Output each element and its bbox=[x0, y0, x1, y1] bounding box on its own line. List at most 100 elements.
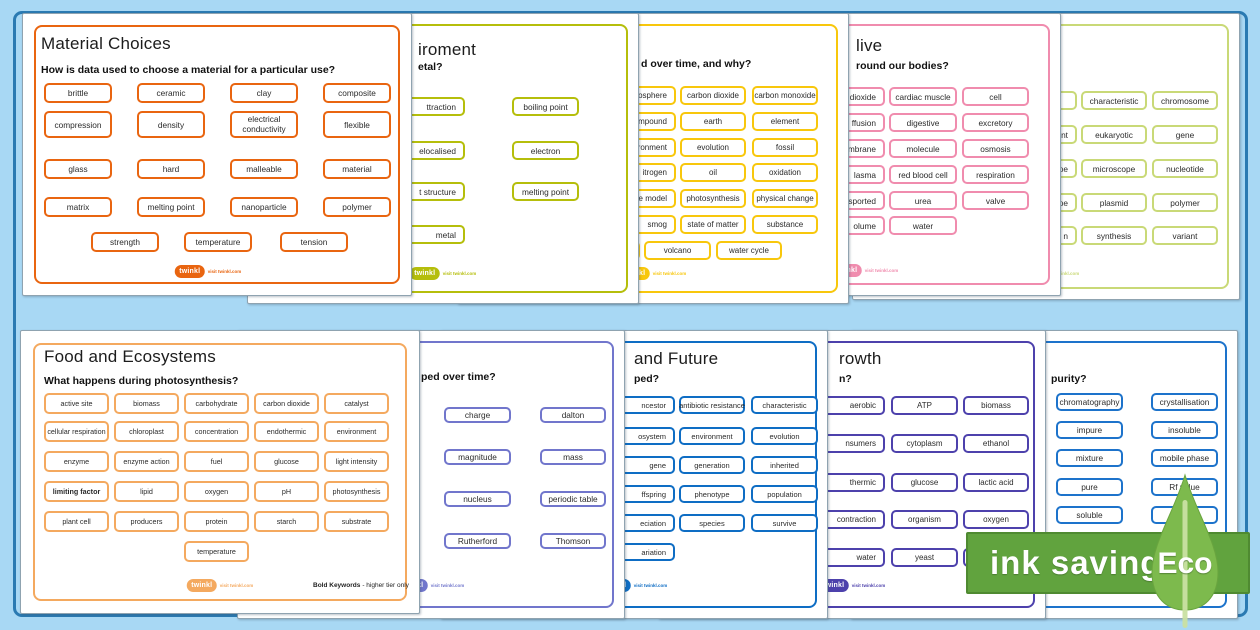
keyword-card: oxygen bbox=[963, 510, 1029, 529]
keyword-card: inherited bbox=[751, 456, 818, 474]
twinkl-logo-blob: twinkl bbox=[174, 265, 205, 278]
keyword-card: population bbox=[751, 485, 818, 503]
footer-note: Bold Keywords- higher tier only bbox=[313, 582, 409, 589]
twinkl-logo-tagline: visit twinkl.com bbox=[1045, 271, 1080, 276]
keyword-card: plant cell bbox=[44, 511, 109, 532]
keyword-card: chloroplast bbox=[114, 421, 179, 442]
page-title: iroment bbox=[418, 40, 477, 59]
keyword-card: oil bbox=[680, 163, 746, 182]
keyword-card: gene bbox=[1152, 125, 1218, 144]
eco-label: Eco bbox=[1157, 547, 1213, 580]
keyword-card: red blood cell bbox=[889, 165, 957, 184]
keyword-card: matrix bbox=[44, 197, 112, 217]
keyword-card: active site bbox=[44, 393, 109, 414]
keyword-card: mass bbox=[540, 449, 606, 465]
keyword-card: dalton bbox=[540, 407, 606, 423]
keyword-card: electron bbox=[512, 141, 579, 160]
keyword-card: charge bbox=[444, 407, 511, 423]
keyword-card: element bbox=[752, 112, 818, 131]
keyword-card: material bbox=[323, 159, 391, 179]
page-question: What happens during photosynthesis? bbox=[44, 375, 239, 387]
twinkl-logo-tagline: visit twinkl.com bbox=[430, 583, 465, 588]
keyword-card: characteristic bbox=[1081, 91, 1147, 110]
keyword-card: cellular respiration bbox=[44, 421, 109, 442]
keyword-card: nucleus bbox=[444, 491, 511, 507]
page-question: ped? bbox=[634, 373, 660, 385]
keyword-card: fossil bbox=[752, 138, 818, 157]
keyword-card: glucose bbox=[254, 451, 319, 472]
keyword-card: substance bbox=[752, 215, 818, 234]
keyword-card: glass bbox=[44, 159, 112, 179]
keyword-card: temperature bbox=[184, 541, 249, 562]
page-question: etal? bbox=[418, 61, 443, 73]
page-question: ped over time? bbox=[421, 371, 496, 383]
keyword-card: nanoparticle bbox=[230, 197, 298, 217]
keyword-card: yeast bbox=[891, 548, 958, 567]
keyword-card: density bbox=[137, 111, 205, 138]
keyword-card: pH bbox=[254, 481, 319, 502]
keyword-card: water bbox=[889, 216, 957, 235]
keyword-card: starch bbox=[254, 511, 319, 532]
keyword-card: generation bbox=[679, 456, 745, 474]
keyword-card: melting point bbox=[137, 197, 205, 217]
keyword-card: eukaryotic bbox=[1081, 125, 1147, 144]
keyword-card: volcano bbox=[644, 241, 711, 260]
keyword-card: flexible bbox=[323, 111, 391, 138]
keyword-card: lactic acid bbox=[963, 473, 1029, 492]
keyword-card: strength bbox=[91, 232, 159, 252]
keyword-card: catalyst bbox=[324, 393, 389, 414]
twinkl-logo-tagline: visit twinkl.com bbox=[864, 268, 899, 273]
keyword-card: variant bbox=[1152, 226, 1218, 245]
keyword-card: characteristic bbox=[751, 396, 818, 414]
keyword-card: Thomson bbox=[540, 533, 606, 549]
keyword-card: pure bbox=[1056, 478, 1123, 496]
keyword-card: phenotype bbox=[679, 485, 745, 503]
ink-saving-label: ink saving bbox=[990, 544, 1162, 581]
twinkl-logo-tagline: visit twinkl.com bbox=[652, 271, 687, 276]
keyword-card: evolution bbox=[751, 427, 818, 445]
keyword-card: Rutherford bbox=[444, 533, 511, 549]
keyword-card: enzyme bbox=[44, 451, 109, 472]
keyword-card: organism bbox=[891, 510, 958, 529]
keyword-card: impure bbox=[1056, 421, 1123, 439]
keyword-card: temperature bbox=[184, 232, 252, 252]
keyword-card: survive bbox=[751, 514, 818, 532]
page-question: purity? bbox=[1051, 373, 1087, 385]
keyword-card: soluble bbox=[1056, 506, 1123, 524]
keyword-card: antibiotic resistance bbox=[679, 396, 745, 414]
keyword-card: species bbox=[679, 514, 745, 532]
keyword-card: magnitude bbox=[444, 449, 511, 465]
keyword-card: mixture bbox=[1056, 449, 1123, 467]
keyword-card: brittle bbox=[44, 83, 112, 103]
keyword-card: carbon dioxide bbox=[680, 86, 746, 105]
keyword-card: photosynthesis bbox=[324, 481, 389, 502]
keyword-card: chromatography bbox=[1056, 393, 1123, 411]
keyword-card: urea bbox=[889, 191, 957, 210]
keyword-card: limiting factor bbox=[44, 481, 109, 502]
twinkl-logo-tagline: visit twinkl.com bbox=[219, 583, 254, 588]
keyword-card: protein bbox=[184, 511, 249, 532]
twinkl-logo-blob: twinkl bbox=[409, 267, 440, 280]
keyword-card: melting point bbox=[512, 182, 579, 201]
page-question: d over time, and why? bbox=[641, 58, 752, 70]
keyword-card: environment bbox=[324, 421, 389, 442]
page-title: and Future bbox=[634, 349, 719, 368]
footer-note-bold: Bold Keywords bbox=[313, 582, 361, 589]
keyword-card: chromosome bbox=[1152, 91, 1218, 110]
keyword-card: carbohydrate bbox=[184, 393, 249, 414]
keyword-card: composite bbox=[323, 83, 391, 103]
keyword-card: excretory bbox=[962, 113, 1029, 132]
keyword-card: carbon dioxide bbox=[254, 393, 319, 414]
keyword-card: plasmid bbox=[1081, 193, 1147, 212]
keyword-card: oxidation bbox=[752, 163, 818, 182]
keyword-card: earth bbox=[680, 112, 746, 131]
keyword-card: synthesis bbox=[1081, 226, 1147, 245]
keyword-card: crystallisation bbox=[1151, 393, 1218, 411]
keyword-card: ethanol bbox=[963, 434, 1029, 453]
